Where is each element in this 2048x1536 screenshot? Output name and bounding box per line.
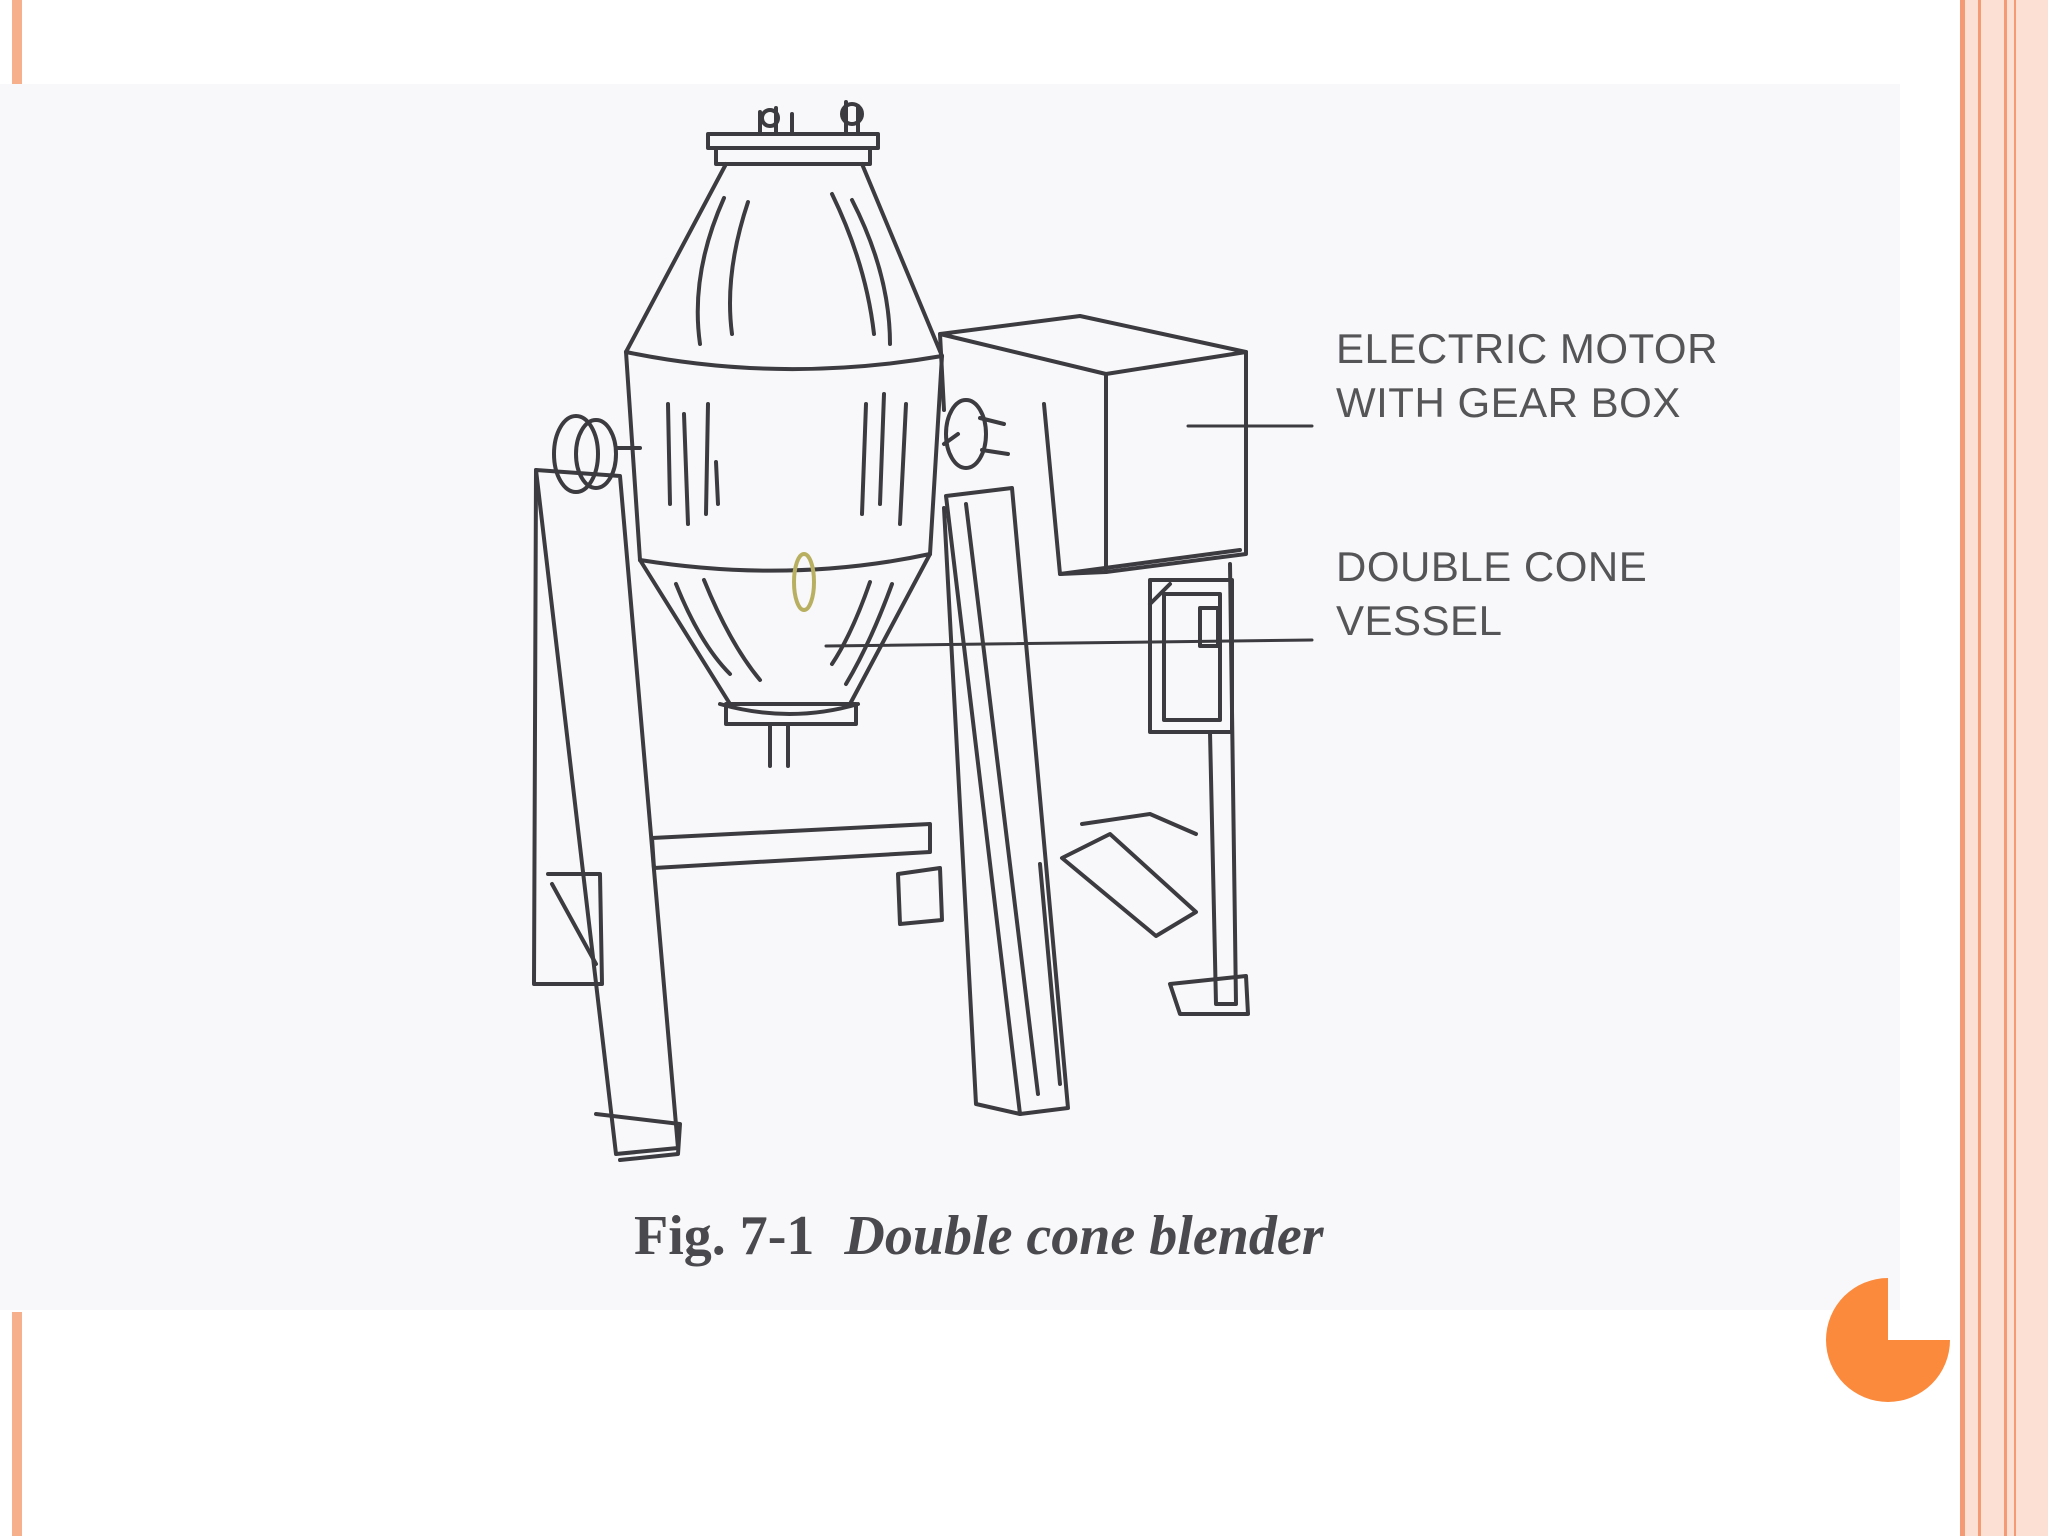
vessel-label-line-2: VESSEL (1336, 597, 1503, 644)
switch-box (1148, 578, 1234, 734)
left-accent-line-bottom (12, 1312, 22, 1536)
label-leader-lines (824, 424, 1314, 648)
motor-label: ELECTRIC MOTOR WITH GEAR BOX (1336, 322, 1718, 430)
double-cone-blender-drawing (532, 100, 1314, 1162)
right-border-stripe (1978, 0, 1981, 1536)
vessel-lid (706, 100, 880, 166)
base-frame (650, 812, 1198, 1086)
lower-cone (638, 552, 932, 768)
upper-cone (624, 162, 944, 358)
motor-label-line-1: ELECTRIC MOTOR (1336, 325, 1718, 372)
motor-label-line-2: WITH GEAR BOX (1336, 379, 1681, 426)
figure-caption-title: Double cone blender (844, 1205, 1324, 1267)
vessel-label-line-1: DOUBLE CONE (1336, 543, 1648, 590)
left-stand (532, 414, 682, 1162)
left-accent-line-top (12, 0, 22, 84)
figure-caption: Fig. 7-1 Double cone blender (634, 1204, 1323, 1268)
rear-right-leg (1168, 562, 1250, 1016)
vessel-label: DOUBLE CONE VESSEL (1336, 540, 1647, 648)
figure-caption-number: Fig. 7-1 (634, 1205, 815, 1267)
right-border-stripe (2004, 0, 2007, 1536)
right-border-stripe (2014, 0, 2016, 1536)
motor-box (938, 314, 1248, 576)
progress-arc (1826, 1278, 1950, 1402)
slide-progress-indicator (1826, 1278, 1950, 1402)
figure-area (0, 84, 1900, 1310)
vessel-cylinder (624, 350, 944, 573)
right-stand (942, 398, 1070, 1116)
right-border-stripe (1960, 0, 1965, 1536)
